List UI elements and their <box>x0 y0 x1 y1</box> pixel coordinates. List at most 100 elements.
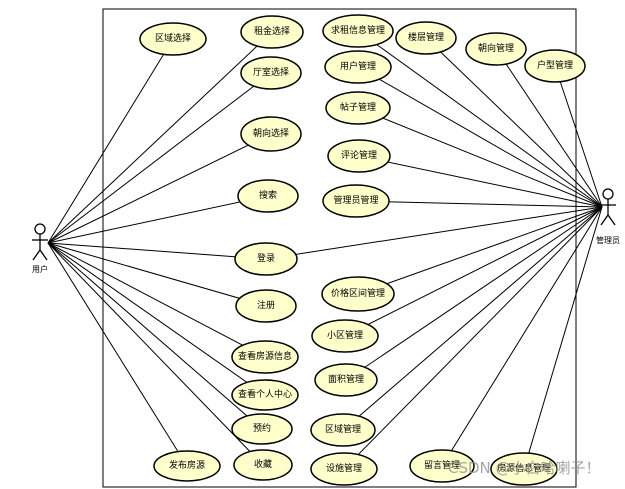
use-case-view-house: 查看房源信息 <box>231 340 299 374</box>
use-case-label: 楼层管理 <box>408 31 444 43</box>
system-boundary <box>102 8 577 488</box>
use-case-label: 查看个人中心 <box>238 388 292 400</box>
use-case-orient-mgmt: 朝向管理 <box>465 32 527 66</box>
use-case-search: 搜索 <box>237 179 299 213</box>
use-case-label: 小区管理 <box>327 329 363 341</box>
use-case-ellipse <box>310 452 378 486</box>
actor-admin: 管理员 <box>596 188 620 245</box>
association-admin-district-mgmt <box>342 206 603 431</box>
association-user-search <box>47 195 269 244</box>
association-admin-price-range-mgmt <box>357 206 603 295</box>
use-case-floor-mgmt: 楼层管理 <box>395 21 457 55</box>
use-case-ellipse <box>139 22 207 56</box>
association-admin-orient-mgmt <box>495 48 603 208</box>
association-admin-message-mgmt <box>441 206 603 467</box>
use-case-label: 面积管理 <box>328 373 364 385</box>
use-case-label: 朝向管理 <box>478 42 514 54</box>
use-case-post-mgmt: 帖子管理 <box>325 91 391 125</box>
use-case-ellipse <box>153 450 221 482</box>
use-case-comment-mgmt: 评论管理 <box>327 139 391 173</box>
use-case-area-mgmt: 面积管理 <box>314 363 378 397</box>
association-user-reserve <box>47 242 263 430</box>
use-case-facility-mgmt: 设施管理 <box>310 452 378 486</box>
association-user-login <box>47 242 267 260</box>
use-case-ellipse <box>311 319 379 353</box>
use-case-ellipse <box>240 15 304 49</box>
association-admin-facility-mgmt <box>343 206 603 470</box>
use-case-ellipse <box>240 56 302 90</box>
use-case-ellipse <box>234 242 298 276</box>
use-cases: 区域选择租金选择厅室选择朝向选择搜索登录注册查看房源信息查看个人中心预约发布房源… <box>139 14 586 486</box>
use-case-ellipse <box>409 449 475 483</box>
association-admin-user-mgmt <box>357 66 603 208</box>
use-case-view-personal: 查看个人中心 <box>231 379 299 411</box>
use-case-label: 发布房源 <box>169 459 205 471</box>
use-case-ellipse <box>321 276 395 312</box>
association-user-publish-house <box>47 242 188 467</box>
use-case-ellipse <box>235 289 297 323</box>
use-case-label: 搜索 <box>259 189 277 201</box>
use-case-label: 登录 <box>257 253 275 264</box>
use-case-reserve: 预约 <box>231 413 293 445</box>
use-case-ellipse <box>322 184 390 218</box>
associations <box>47 30 603 470</box>
use-case-label: 查看房源信息 <box>238 350 292 362</box>
use-case-district-mgmt: 区域管理 <box>310 413 376 447</box>
use-case-ellipse <box>524 49 586 83</box>
use-case-label: 收藏 <box>254 458 272 470</box>
association-user-view-personal <box>47 242 266 396</box>
use-case-ellipse <box>327 139 391 173</box>
use-case-label: 预约 <box>253 422 271 434</box>
use-case-label: 设施管理 <box>326 462 362 474</box>
use-case-login: 登录 <box>234 242 298 276</box>
use-case-label: 管理员管理 <box>333 194 378 206</box>
use-case-layout-select: 厅室选择 <box>240 56 302 90</box>
association-admin-post-mgmt <box>357 107 603 208</box>
use-case-ellipse <box>233 449 293 481</box>
association-admin-admin-mgmt <box>355 200 603 208</box>
association-user-layout-select <box>47 72 272 244</box>
watermark: CSDN @小白哈喇子！ <box>448 459 601 477</box>
association-admin-area-mgmt <box>345 206 603 381</box>
use-case-favorite: 收藏 <box>233 449 293 481</box>
use-case-ellipse <box>310 413 376 447</box>
use-case-community-mgmt: 小区管理 <box>311 319 379 353</box>
use-case-label: 价格区间管理 <box>331 287 385 299</box>
actor-admin-label: 管理员 <box>596 235 620 245</box>
use-case-label: 帖子管理 <box>340 101 376 113</box>
use-case-publish-house: 发布房源 <box>153 450 221 482</box>
actor-user: 用户 <box>32 223 48 274</box>
association-user-favorite <box>47 242 264 466</box>
use-case-region-select: 区域选择 <box>139 22 207 56</box>
use-case-price-range-mgmt: 价格区间管理 <box>321 276 395 312</box>
use-case-label: 评论管理 <box>341 149 377 161</box>
actor-user-label: 用户 <box>32 264 48 274</box>
association-user-orient-select <box>47 133 272 244</box>
use-case-label: 用户管理 <box>340 60 376 72</box>
use-case-label: 房源信息管理 <box>497 462 551 474</box>
association-user-view-house <box>47 242 266 358</box>
use-case-ellipse <box>314 363 378 397</box>
association-admin-comment-mgmt <box>358 155 603 208</box>
use-case-admin-mgmt: 管理员管理 <box>322 184 390 218</box>
association-user-rent-select <box>47 31 273 244</box>
association-admin-floor-mgmt <box>425 37 603 208</box>
use-case-ellipse <box>322 14 394 48</box>
use-case-orient-select: 朝向选择 <box>240 116 302 152</box>
use-case-ellipse <box>237 179 299 213</box>
use-case-type-mgmt: 户型管理 <box>524 49 586 83</box>
association-admin-house-info-mgmt <box>523 206 603 470</box>
use-case-label: 留言管理 <box>424 459 460 471</box>
association-admin-rent-request-mgmt <box>357 30 603 208</box>
use-case-ellipse <box>395 21 457 55</box>
use-case-message-mgmt: 留言管理 <box>409 449 475 483</box>
association-user-region-select <box>47 38 174 244</box>
association-admin-login <box>265 206 603 260</box>
use-case-ellipse <box>231 340 299 374</box>
use-case-label: 求租信息管理 <box>331 24 385 36</box>
use-case-label: 注册 <box>257 299 275 311</box>
use-case-user-mgmt: 用户管理 <box>324 50 392 84</box>
use-case-label: 朝向选择 <box>253 127 289 139</box>
use-case-rent-select: 租金选择 <box>240 15 304 49</box>
